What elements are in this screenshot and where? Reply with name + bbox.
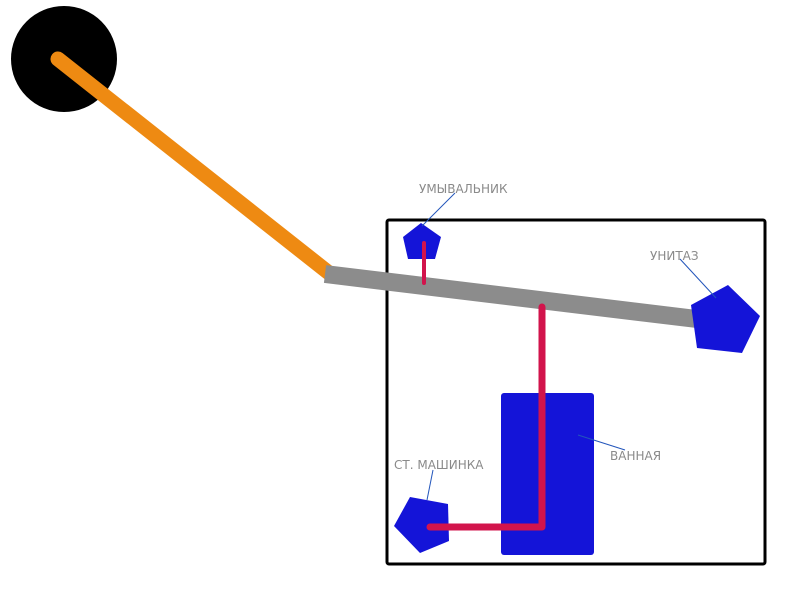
label-washbasin: УМЫВАЛЬНИК [419, 182, 508, 196]
leader-line-bathtub [577, 434, 626, 451]
supply-pipe-bath [426, 303, 546, 531]
riser-pipe [50, 51, 337, 281]
label-washing-machine: СТ. МАШИНКА [394, 458, 484, 472]
drain-pipe [323, 265, 707, 329]
leader-line-toilet [679, 258, 717, 299]
leader-line-washing-machine [426, 469, 434, 501]
washing-machine [394, 497, 449, 553]
toilet [691, 285, 760, 353]
room-outline [385, 218, 767, 566]
bathtub [501, 393, 594, 555]
label-bathtub: ВАННАЯ [610, 449, 661, 463]
label-toilet: УНИТАЗ [650, 249, 699, 263]
washbasin [403, 223, 441, 259]
leader-line-washbasin [421, 192, 456, 227]
